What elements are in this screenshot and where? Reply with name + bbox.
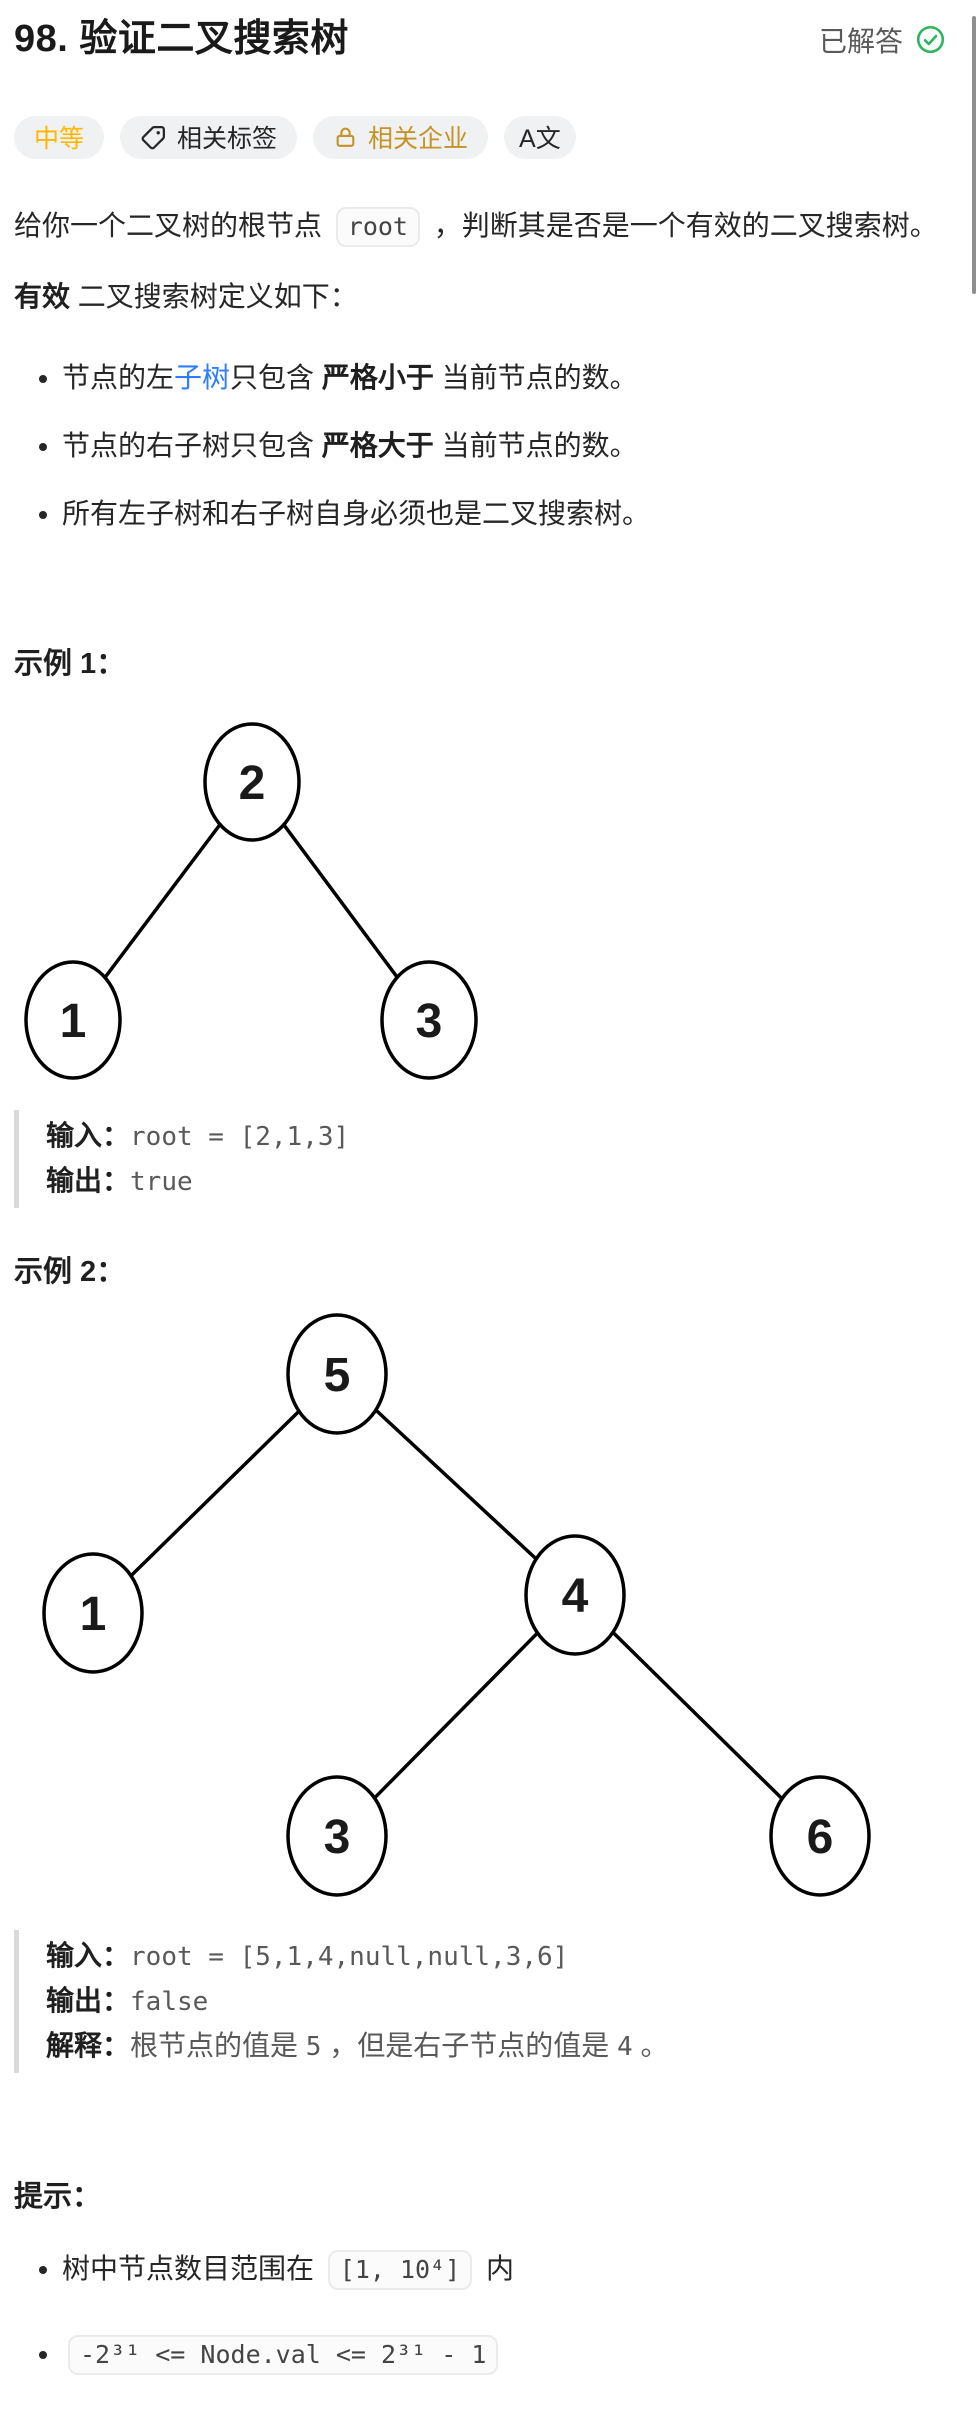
hint-item-value-range: -2³¹ <= Node.val <= 2³¹ - 1 [62, 2328, 948, 2381]
rule-text: 节点的右子树只包含 [62, 429, 322, 461]
translate-toggle[interactable]: A文 [504, 115, 576, 159]
rule-text: 节点的左 [62, 361, 175, 393]
tree-node-value: 1 [60, 995, 87, 1048]
example-2-tree-diagram: 5 1 4 3 6 [42, 1312, 871, 1897]
rule-bold: 严格大于 [321, 429, 434, 461]
input-label: 输入： [46, 1939, 131, 1971]
example-1-tree-diagram: 2 1 3 [24, 721, 478, 1080]
problem-header: 98. 验证二叉搜索树 已解答 [14, 16, 948, 64]
check-circle-icon [916, 26, 945, 54]
related-companies-button[interactable]: 相关企业 [313, 115, 489, 159]
inline-code-value-range: -2³¹ <= Node.val <= 2³¹ - 1 [68, 2334, 499, 2375]
explanation-label: 解释： [46, 2029, 131, 2061]
tree-node-value: 4 [562, 1570, 589, 1623]
rule-item-recursive: 所有左子树和右子树自身必须也是二叉搜索树。 [62, 492, 948, 536]
problem-description-page: 98. 验证二叉搜索树 已解答 中等 相关标签 [0, 16, 976, 2381]
tree-node-value: 5 [324, 1349, 351, 1402]
page-title: 98. 验证二叉搜索树 [14, 18, 349, 60]
tree-edge [573, 1593, 822, 1837]
tree-edge [91, 1372, 339, 1614]
example-input-row: 输入：root = [5,1,4,null,null,3,6] [46, 1934, 948, 1979]
subtree-link[interactable]: 子树 [174, 361, 231, 393]
output-value: false [130, 1986, 209, 2017]
hints-heading: 提示： [14, 2180, 102, 2213]
related-tags-label: 相关标签 [177, 125, 278, 153]
bst-rules-list: 节点的左子树只包含 严格小于 当前节点的数。 节点的右子树只包含 严格大于 当前… [14, 356, 948, 536]
difficulty-badge: 中等 [14, 115, 105, 159]
statement-text: 给你一个二叉树的根节点 [14, 209, 330, 241]
tree-node-value: 3 [416, 995, 443, 1048]
example-input-row: 输入：root = [2,1,3] [46, 1114, 948, 1159]
rule-text: 只包含 [230, 361, 322, 393]
inline-code-range: [1, 10⁴] [327, 2249, 473, 2290]
rule-bold: 严格小于 [321, 361, 434, 393]
definition-intro-bold: 有效 [14, 280, 71, 312]
tree-node [24, 959, 122, 1080]
tree-node [42, 1551, 144, 1674]
rule-text: 当前节点的数。 [433, 361, 638, 393]
tree-node [769, 1774, 871, 1897]
input-label: 输入： [46, 1119, 131, 1151]
tree-node [286, 1312, 388, 1435]
problem-statement: 给你一个二叉树的根节点 root ，判断其是否是一个有效的二叉搜索树。 [14, 203, 948, 250]
output-label: 输出： [46, 1984, 131, 2016]
tree-edge [335, 1593, 577, 1837]
hint-text: 内 [478, 2252, 514, 2284]
rule-item-right-subtree: 节点的右子树只包含 严格大于 当前节点的数。 [62, 424, 948, 468]
example-explanation-row: 解释：根节点的值是 5 ，但是右子节点的值是 4 。 [46, 2024, 948, 2069]
statement-text: ，判断其是否是一个有效的二叉搜索树。 [426, 209, 938, 241]
rule-text: 所有左子树和右子树自身必须也是二叉搜索树。 [62, 497, 651, 529]
related-companies-label: 相关企业 [368, 125, 469, 153]
solved-status-badge: 已解答 [819, 20, 946, 60]
definition-intro: 有效 二叉搜索树定义如下： [14, 274, 948, 320]
output-value: true [130, 1166, 193, 1197]
explanation-value: 4 [617, 2031, 633, 2062]
tree-node [203, 721, 301, 842]
rule-item-left-subtree: 节点的左子树只包含 严格小于 当前节点的数。 [62, 356, 948, 400]
inline-code-root: root [335, 206, 420, 247]
tag-icon [140, 124, 167, 151]
rule-text: 当前节点的数。 [433, 429, 638, 461]
example-2-heading: 示例 2： [14, 1255, 126, 1288]
example-output-row: 输出：true [46, 1159, 948, 1204]
hints-list: 树中节点数目范围在 [1, 10⁴] 内 -2³¹ <= Node.val <=… [14, 2243, 948, 2381]
tree-node [380, 959, 478, 1080]
example-1-io-block: 输入：root = [2,1,3] 输出：true [14, 1109, 948, 1208]
tree-node-value: 2 [239, 757, 266, 810]
output-label: 输出： [46, 1164, 131, 1196]
hint-item-node-count: 树中节点数目范围在 [1, 10⁴] 内 [62, 2243, 948, 2296]
tree-node [524, 1533, 626, 1656]
explanation-text: 。 [632, 2029, 669, 2061]
solved-status-label: 已解答 [818, 25, 903, 57]
tree-node-value: 3 [324, 1811, 351, 1864]
meta-toolbar: 中等 相关标签 相关企业 A文 [14, 115, 948, 159]
lock-icon [333, 125, 358, 150]
tree-node [286, 1774, 388, 1897]
example-output-row: 输出：false [46, 1979, 948, 2024]
related-tags-button[interactable]: 相关标签 [120, 115, 298, 159]
input-value: root = [5,1,4,null,null,3,6] [130, 1941, 569, 1972]
hint-text: 树中节点数目范围在 [62, 2252, 322, 2284]
input-value: root = [2,1,3] [130, 1121, 350, 1152]
tree-node-value: 1 [80, 1588, 107, 1641]
translate-icon-label: A文 [519, 125, 561, 153]
definition-intro-text: 二叉搜索树定义如下： [70, 280, 358, 312]
explanation-value: 5 [305, 2031, 322, 2062]
tree-node-value: 6 [807, 1811, 834, 1864]
explanation-text: 根节点的值是 [130, 2029, 306, 2061]
explanation-text: ，但是右子节点的值是 [321, 2029, 618, 2061]
scrollbar-thumb[interactable] [972, 16, 976, 294]
example-2-io-block: 输入：root = [5,1,4,null,null,3,6] 输出：false… [14, 1929, 948, 2073]
example-1-heading: 示例 1： [14, 647, 126, 680]
